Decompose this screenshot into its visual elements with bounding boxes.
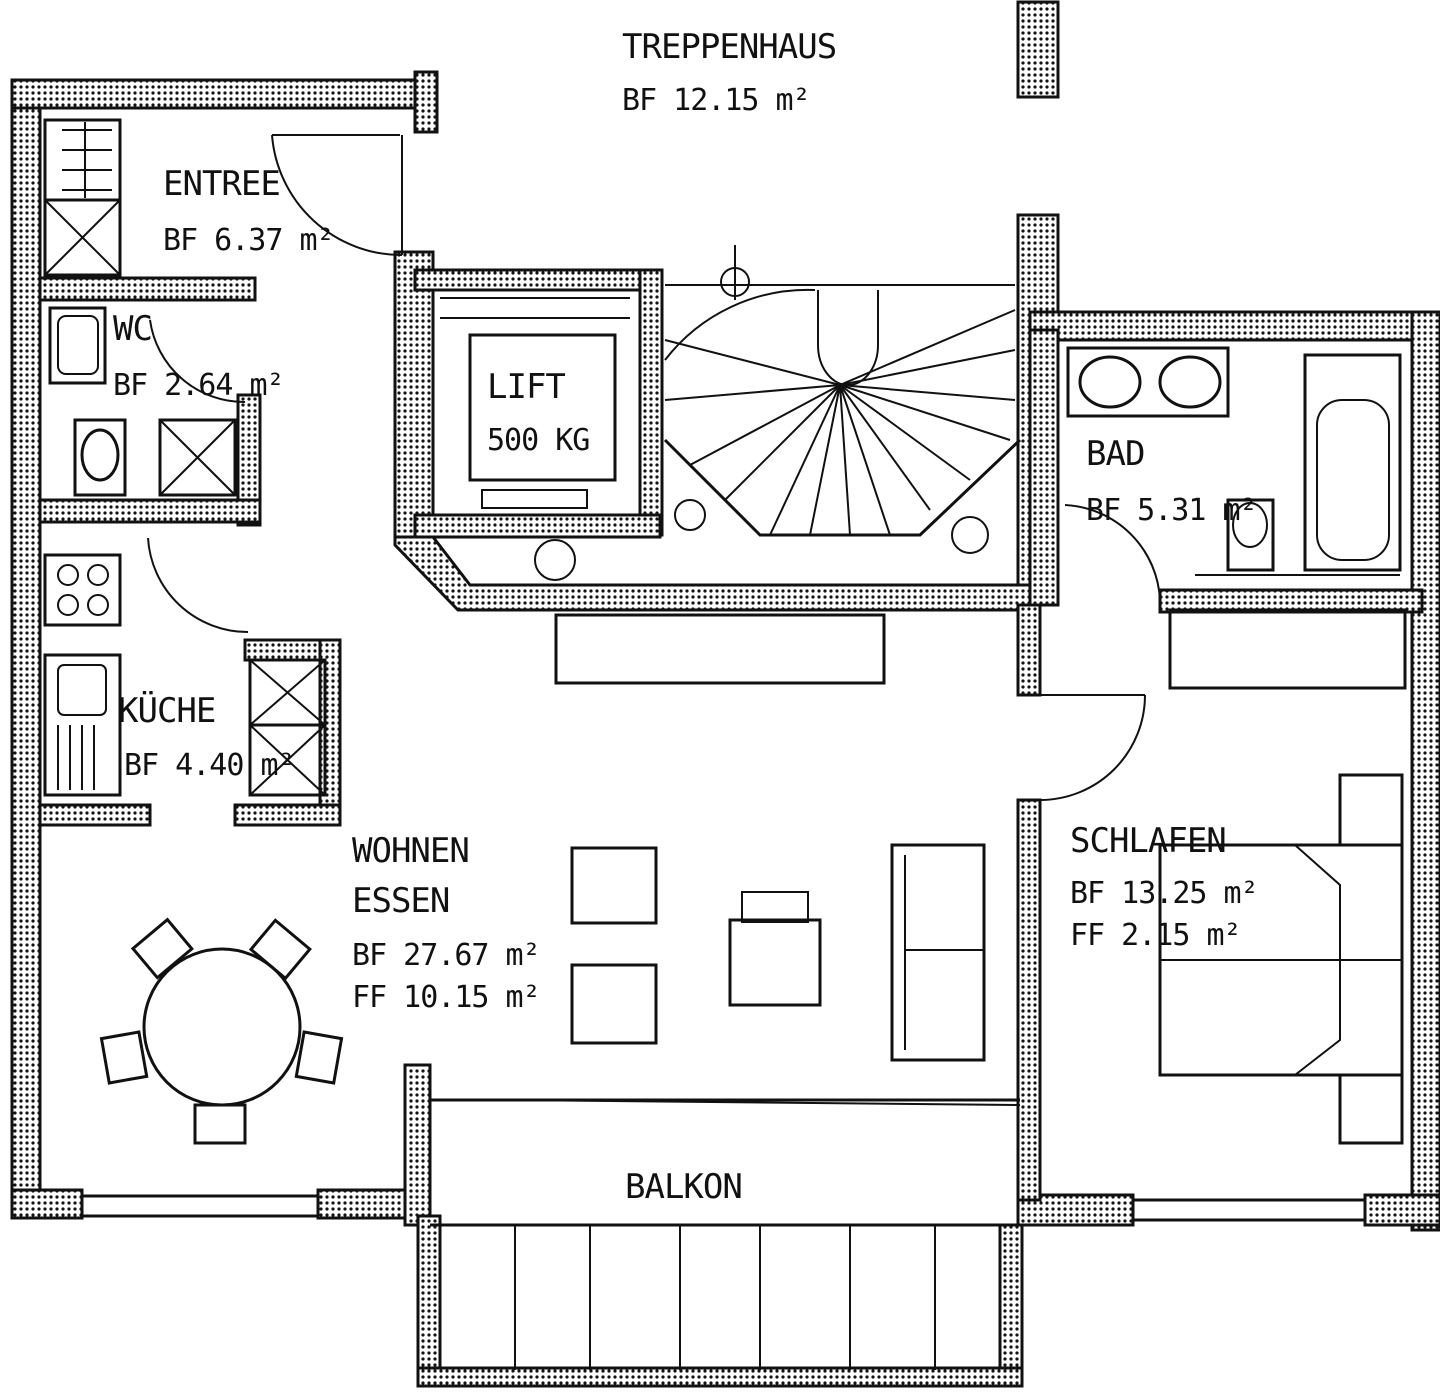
wc-fixtures (48, 306, 246, 497)
label-schlafen: SCHLAFEN (1070, 821, 1226, 861)
wohnen-furniture (99, 843, 986, 1145)
label-treppenhaus: TREPPENHAUS (622, 27, 836, 67)
schlafen-furniture (1039, 608, 1407, 1145)
area-schlafen: BF 13.25 m² (1070, 876, 1258, 911)
area-treppenhaus: BF 12.15 m² (622, 83, 810, 118)
room-labels: TREPPENHAUS BF 12.15 m² ENTREE BF 6.37 m… (113, 27, 1259, 1207)
entree-wardrobe (43, 118, 403, 277)
label-lift: LIFT (487, 367, 565, 407)
area-wc: BF 2.64 m² (113, 368, 284, 403)
area-wohnen: BF 27.67 m² (352, 938, 540, 973)
label-kueche: KÜCHE (118, 690, 215, 731)
load-lift: 500 KG (487, 423, 589, 458)
lift-shaft (440, 297, 630, 509)
area-bad: BF 5.31 m² (1086, 493, 1257, 528)
kitchen-fixtures (43, 537, 327, 797)
label-wc: WC (113, 309, 152, 349)
label-entree: ENTREE (163, 164, 280, 204)
label-balkon: BALKON (625, 1167, 742, 1207)
ff-schlafen: FF 2.15 m² (1070, 918, 1241, 953)
interior-walls (38, 250, 1424, 1388)
staircase (534, 245, 1022, 685)
label-wohnen: WOHNEN (352, 831, 469, 871)
area-kueche: BF 4.40 m² (124, 748, 295, 783)
balkon-railing (430, 1098, 1021, 1370)
label-bad: BAD (1086, 434, 1144, 474)
area-entree: BF 6.37 m² (163, 223, 334, 258)
bad-fixtures (1064, 346, 1402, 601)
label-essen: ESSEN (352, 881, 449, 921)
ff-wohnen: FF 10.15 m² (352, 980, 540, 1015)
